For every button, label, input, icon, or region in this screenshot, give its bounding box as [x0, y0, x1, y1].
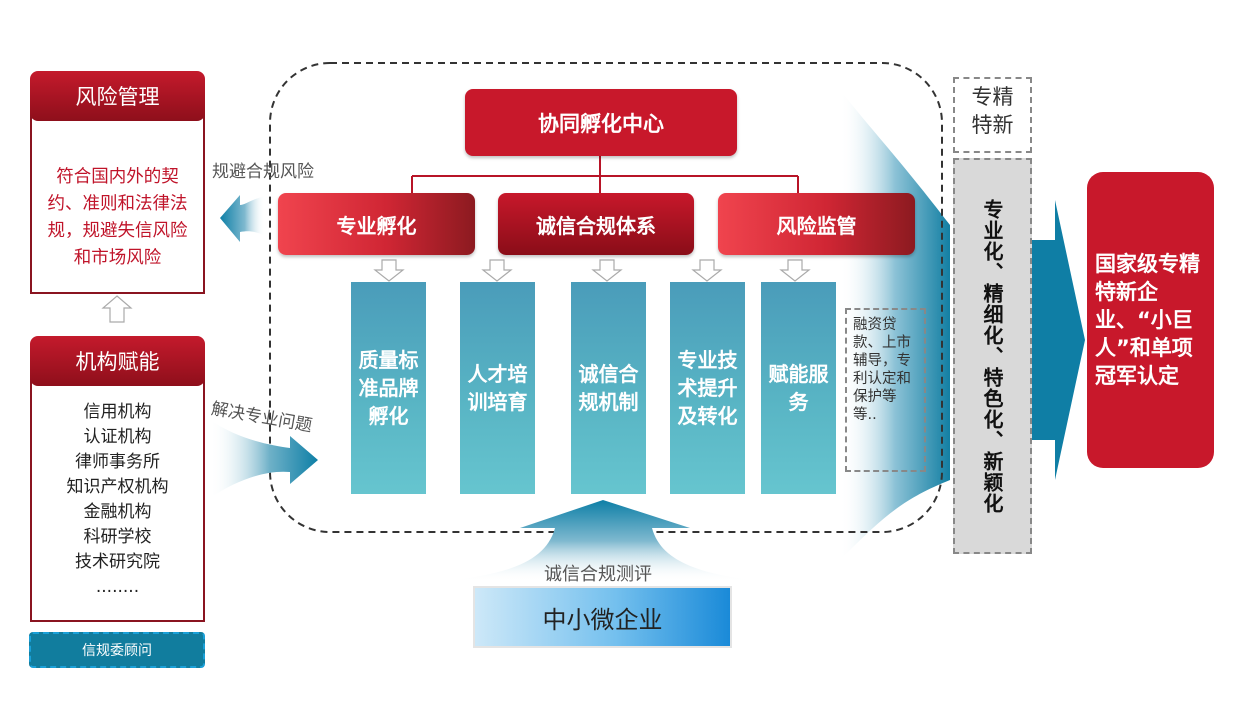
institution-item: 知识产权机构 — [66, 477, 169, 497]
institution-item: 信用机构 — [83, 402, 152, 422]
pillar-empowerment-services: 赋能服务 — [761, 282, 836, 494]
collab-incubation-center: 协同孵化中心 — [465, 89, 737, 156]
risk-management-box: 符合国内外的契约、准则和法律法规，规避失信风险和市场风险 — [30, 96, 205, 294]
hollow-up-arrow — [101, 295, 133, 323]
institution-box: 信用机构认证机构律师事务所知识产权机构金融机构科研学校技术研究院........ — [30, 360, 205, 622]
pillar-talent-training: 人才培训培育 — [460, 282, 535, 494]
hollow-down-arrows — [373, 259, 811, 282]
attributes-bar: 专业化、精细化、特色化、新颖化 — [953, 158, 1032, 554]
pillar-tech-transfer: 专业技术提升及转化 — [670, 282, 745, 494]
sub-professional-incubation: 专业孵化 — [278, 193, 475, 255]
institution-item: 金融机构 — [83, 502, 152, 522]
institution-item: 认证机构 — [83, 427, 152, 447]
incubation-frame — [269, 62, 943, 533]
arrow-from-sme — [440, 500, 765, 582]
pillar-quality-brand: 质量标准品牌孵化 — [351, 282, 426, 494]
arrow-from-institutions — [210, 420, 318, 498]
arrow-to-result — [1028, 200, 1085, 480]
advisor-badge: 信规委顾问 — [29, 632, 205, 668]
sub-risk-supervision: 风险监管 — [718, 193, 915, 255]
sme-box: 中小微企业 — [473, 586, 732, 648]
institution-item: ........ — [95, 577, 140, 597]
result-certification-box: 国家级专精特新企业、“小巨人”和单项冠军认定 — [1087, 172, 1214, 468]
label-avoid-compliance-risk: 规避合规风险 — [212, 162, 314, 182]
sub-integrity-compliance: 诚信合规体系 — [498, 193, 694, 255]
institution-item: 技术研究院 — [75, 552, 160, 572]
zhuanjing-texin-box: 专精特新 — [953, 77, 1032, 153]
institution-item: 科研学校 — [83, 527, 152, 547]
arrow-to-risk — [220, 195, 265, 242]
institution-item: 律师事务所 — [75, 452, 160, 472]
pillar-integrity-mechanism: 诚信合规机制 — [571, 282, 646, 494]
institution-list: 信用机构认证机构律师事务所知识产权机构金融机构科研学校技术研究院........ — [32, 400, 203, 600]
services-note: 融资贷款、上市辅导，专利认定和保护等等.. — [845, 308, 926, 472]
risk-management-header: 风险管理 — [30, 71, 205, 121]
risk-management-text: 符合国内外的契约、准则和法律法规，规避失信风险和市场风险 — [47, 167, 188, 268]
institution-header: 机构赋能 — [30, 336, 205, 386]
tree-connectors — [411, 156, 799, 193]
label-integrity-evaluation: 诚信合规测评 — [544, 564, 652, 585]
